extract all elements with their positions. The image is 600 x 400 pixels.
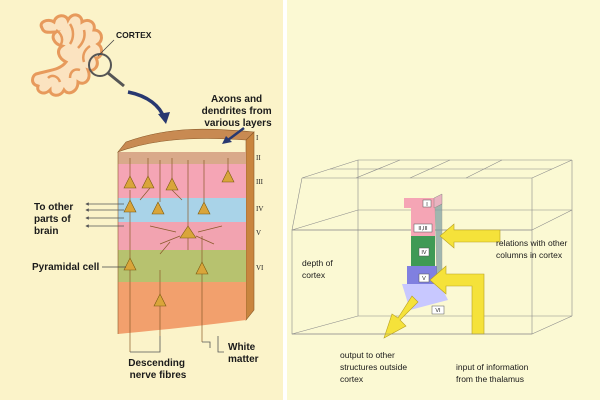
cortex-block bbox=[117, 128, 255, 334]
column-label-iv: IV bbox=[421, 250, 427, 256]
zoom-arrow-head bbox=[158, 112, 170, 124]
descending-brackets bbox=[130, 336, 224, 353]
column-label-vi: VI bbox=[435, 308, 441, 314]
cortex-label: CORTEX bbox=[116, 30, 152, 40]
other-parts-arrows bbox=[85, 202, 124, 228]
layer-iii-numeral: III bbox=[256, 178, 264, 186]
panel-divider bbox=[283, 0, 287, 400]
input-label: input of information from the thalamus bbox=[456, 362, 531, 384]
layer-vi-numeral: VI bbox=[256, 264, 264, 272]
layer-vi-band bbox=[118, 250, 246, 282]
column-label-i: I bbox=[426, 202, 428, 208]
relations-arrow bbox=[439, 223, 501, 249]
descending-label: Descending nerve fibres bbox=[128, 358, 187, 381]
axons-label: Axons and dendrites from various layers bbox=[202, 94, 275, 129]
relations-label: relations with other columns in cortex bbox=[496, 238, 570, 260]
brain-outline bbox=[31, 13, 104, 97]
input-arrow bbox=[429, 265, 485, 335]
axons-arrow bbox=[227, 127, 245, 141]
axons-arrow-head bbox=[222, 136, 232, 144]
other-parts-label: To other parts of brain bbox=[34, 202, 76, 237]
layer-iv-numeral: IV bbox=[256, 205, 263, 213]
pyramidal-cells bbox=[123, 169, 235, 307]
column-label-v: V bbox=[422, 276, 426, 282]
depth-label: depth of cortex bbox=[302, 258, 335, 280]
column-layer-i bbox=[404, 198, 434, 208]
white-matter-label: White matter bbox=[228, 342, 259, 365]
layer-iv-band bbox=[118, 198, 246, 222]
dendrites bbox=[129, 158, 229, 352]
output-arrow bbox=[383, 295, 419, 339]
cortex-pointer-line bbox=[97, 39, 115, 57]
layer-ii-numeral: II bbox=[256, 154, 261, 162]
layer-i-numeral: I bbox=[256, 134, 259, 142]
layer-i-band bbox=[118, 152, 246, 164]
pyramidal-cell-label: Pyramidal cell bbox=[32, 262, 99, 273]
cortical-column: I II,III IV V VI bbox=[402, 193, 448, 315]
column-label-ii-iii: II,III bbox=[418, 226, 428, 232]
layer-v-numeral: V bbox=[256, 229, 261, 237]
white-matter-band bbox=[118, 282, 246, 334]
output-label: output to other structures outside corte… bbox=[340, 350, 409, 384]
